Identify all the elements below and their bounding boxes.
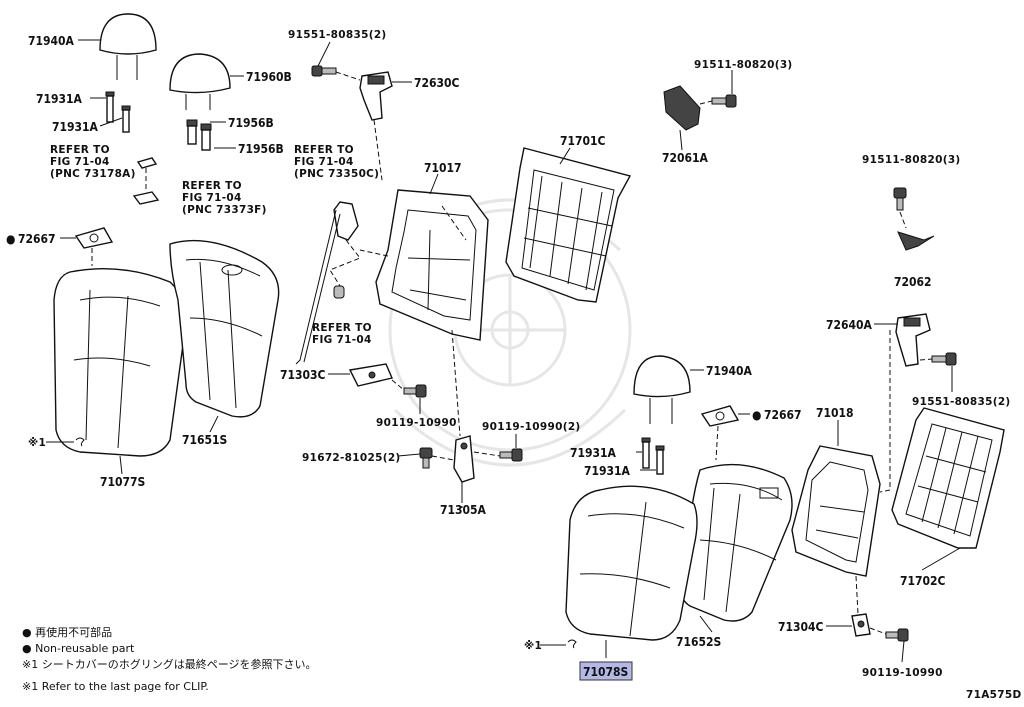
- guide-71931A-4[interactable]: [655, 445, 665, 475]
- headrest-71960B[interactable]: [169, 53, 231, 110]
- clip-mark-left: [75, 437, 85, 447]
- label-91551-80835-top[interactable]: 91551-80835(2): [288, 29, 387, 41]
- legend-line-en-clip: ※1 Refer to the last page for CLIP.: [22, 680, 209, 693]
- bolt-91511-80820-top[interactable]: [711, 94, 737, 108]
- guide-71931A-2[interactable]: [121, 105, 131, 133]
- watermark-emblem: [388, 198, 632, 467]
- refer-c-line1: REFER TO: [294, 144, 354, 156]
- label-71940A-right[interactable]: 71940A: [706, 364, 753, 378]
- label-72630C[interactable]: 72630C: [414, 76, 460, 90]
- label-71018[interactable]: 71018: [816, 406, 854, 420]
- label-71303C[interactable]: 71303C: [280, 368, 326, 382]
- refer-b-line1: REFER TO: [182, 180, 242, 192]
- non-reusable-dot-72667-left: ●: [6, 232, 15, 246]
- bolt-91551-80835-top[interactable]: [311, 65, 337, 77]
- hinge-72630C[interactable]: [359, 71, 393, 121]
- label-90119-10990-left[interactable]: 90119-10990: [376, 417, 457, 429]
- guide-71956B-2[interactable]: [200, 123, 212, 151]
- label-71956B-2[interactable]: 71956B: [238, 142, 284, 156]
- label-71956B-1[interactable]: 71956B: [228, 116, 274, 130]
- clip-73373F[interactable]: [132, 191, 160, 205]
- frame-71018[interactable]: [791, 445, 881, 577]
- refer-d-line2: FIG 71-04: [312, 334, 372, 346]
- bracket-71304C[interactable]: [851, 613, 871, 637]
- label-71651S[interactable]: 71651S: [182, 433, 227, 447]
- bracket-71305A[interactable]: [453, 435, 475, 483]
- belt-guide[interactable]: [295, 201, 359, 365]
- legend-line-ja-clip: ※1 シートカバーのホグリングは最終ページを参照下さい。: [22, 657, 317, 671]
- pad-71651S[interactable]: [169, 239, 280, 418]
- bolt-91551-80835-right[interactable]: [931, 352, 957, 366]
- bracket-71303C[interactable]: [348, 363, 393, 387]
- refer-d-line1: REFER TO: [312, 322, 372, 334]
- part-72062[interactable]: [897, 231, 935, 251]
- label-91672-81025[interactable]: 91672-81025(2): [302, 452, 401, 464]
- label-71931A-3[interactable]: 71931A: [570, 446, 617, 460]
- clip-mark-right: [567, 639, 577, 649]
- label-72667-left[interactable]: 72667: [18, 232, 56, 246]
- guide-71956B-1[interactable]: [186, 119, 198, 145]
- legend: ● 再使用不可部品 ● Non-reusable part ※1 シートカバーの…: [22, 625, 317, 693]
- refer-c-line2: FIG 71-04: [294, 156, 354, 168]
- label-clip-left: ※1: [28, 437, 46, 449]
- diagram-code: 71A575D: [966, 689, 1021, 701]
- label-clip-right: ※1: [524, 640, 542, 652]
- label-91551-80835-right[interactable]: 91551-80835(2): [912, 396, 1011, 408]
- panel-71701C[interactable]: [505, 147, 632, 303]
- pad-71652S[interactable]: [679, 463, 793, 622]
- label-72640A[interactable]: 72640A: [826, 318, 873, 332]
- label-71931A-4[interactable]: 71931A: [584, 464, 631, 478]
- refer-c-line3: (PNC 73350C): [294, 168, 379, 180]
- label-71940A-top[interactable]: 71940A: [28, 34, 75, 48]
- label-71077S[interactable]: 71077S: [100, 475, 145, 489]
- headrest-71940A-right[interactable]: [633, 355, 691, 424]
- highlight-71078S: [579, 661, 633, 681]
- label-90119-10990-right[interactable]: 90119-10990: [862, 667, 943, 679]
- refer-a-line2: FIG 71-04: [50, 156, 110, 168]
- guide-71931A-1[interactable]: [105, 91, 115, 123]
- label-71078S[interactable]: 71078S: [583, 665, 628, 679]
- clip-73178A[interactable]: [136, 157, 158, 169]
- frame-71017[interactable]: [375, 189, 489, 341]
- label-71652S[interactable]: 71652S: [676, 635, 721, 649]
- label-90119-10990-mid[interactable]: 90119-10990(2): [482, 421, 581, 433]
- guide-71931A-3[interactable]: [641, 437, 651, 469]
- refer-b-line2: FIG 71-04: [182, 192, 242, 204]
- label-72061A[interactable]: 72061A: [662, 151, 709, 165]
- bolt-91672-81025[interactable]: [419, 447, 433, 469]
- bracket-72061A[interactable]: [663, 85, 701, 131]
- non-reusable-dot-72667-right: ●: [752, 408, 761, 422]
- headrest-71940A-left[interactable]: [99, 13, 157, 80]
- bolt-90119-10990-right[interactable]: [885, 628, 909, 642]
- label-71960B[interactable]: 71960B: [246, 70, 292, 84]
- label-71304C[interactable]: 71304C: [778, 620, 824, 634]
- leader-lines: [46, 39, 961, 663]
- hinge-72640A[interactable]: [895, 313, 931, 367]
- cover-71077S[interactable]: [53, 267, 187, 457]
- bolt-90119-10990-mid[interactable]: [499, 448, 523, 462]
- cover-72667-right[interactable]: [700, 405, 740, 427]
- cover-72667-left[interactable]: [74, 227, 114, 249]
- label-71701C[interactable]: 71701C: [560, 134, 606, 148]
- label-71931A-1[interactable]: 71931A: [36, 92, 83, 106]
- legend-line-ja-nonreusable: ● 再使用不可部品: [22, 625, 112, 639]
- label-91511-80820-right[interactable]: 91511-80820(3): [862, 154, 961, 166]
- part-labels: 71940A 71960B 71931A 71931A 71956B 71956…: [6, 29, 1021, 701]
- bolt-91511-80820-right[interactable]: [893, 187, 907, 211]
- legend-line-en-nonreusable: ● Non-reusable part: [22, 642, 135, 655]
- label-91511-80820-top[interactable]: 91511-80820(3): [694, 59, 793, 71]
- panel-71702C[interactable]: [891, 407, 1005, 549]
- label-71931A-2[interactable]: 71931A: [52, 120, 99, 134]
- bolt-90119-10990-left[interactable]: [403, 384, 427, 398]
- cover-71078S[interactable]: [565, 485, 698, 641]
- refer-b-line3: (PNC 73373F): [182, 204, 267, 216]
- refer-a-line3: (PNC 73178A): [50, 168, 136, 180]
- label-72667-right[interactable]: 72667: [764, 408, 802, 422]
- label-72062[interactable]: 72062: [894, 275, 932, 289]
- label-71305A[interactable]: 71305A: [440, 503, 487, 517]
- refer-a-line1: REFER TO: [50, 144, 110, 156]
- label-71017[interactable]: 71017: [424, 161, 462, 175]
- label-71702C[interactable]: 71702C: [900, 574, 946, 588]
